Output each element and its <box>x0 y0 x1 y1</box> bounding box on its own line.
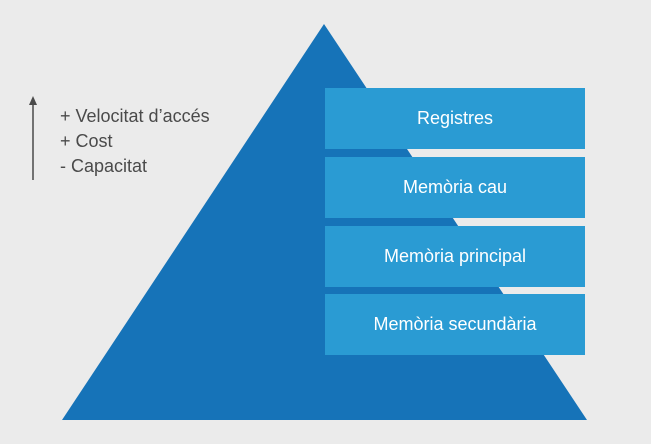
level-registers: Registres <box>325 88 585 149</box>
legend-line-speed: + Velocitat d’accés <box>60 106 210 126</box>
legend: + Velocitat d’accés + Cost - Capacitat <box>26 96 286 186</box>
up-arrow-icon <box>29 96 37 180</box>
legend-line-capacity: - Capacitat <box>60 156 148 176</box>
level-main-memory: Memòria principal <box>325 226 585 287</box>
legend-line-cost: + Cost <box>60 131 113 151</box>
legend-text: + Velocitat d’accés + Cost - Capacitat <box>60 104 210 179</box>
level-secondary-memory: Memòria secundària <box>325 294 585 355</box>
level-cache-memory: Memòria cau <box>325 157 585 218</box>
